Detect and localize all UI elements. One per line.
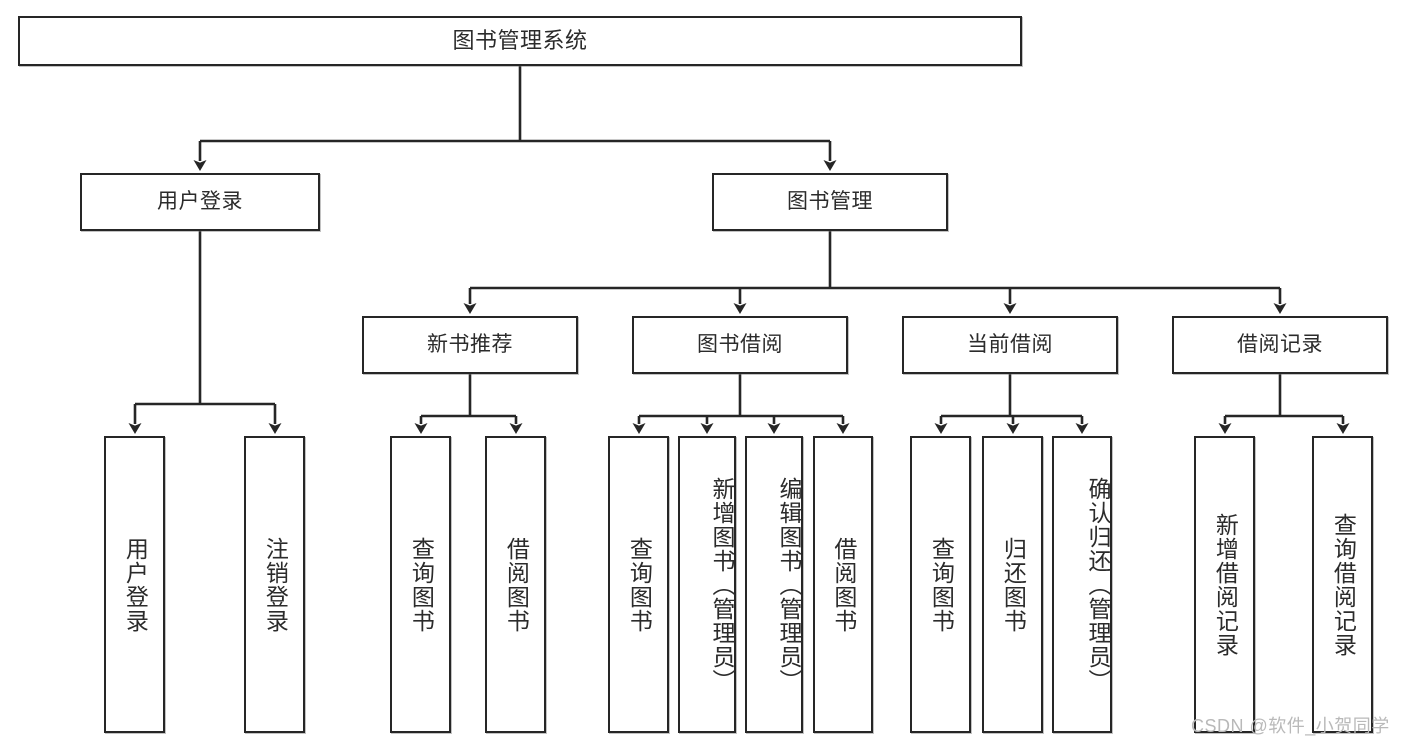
node-leaf-br-query: 查询借阅记录 xyxy=(1312,436,1373,733)
node-label: 借阅记录 xyxy=(1237,333,1323,357)
node-label: 图书管理 xyxy=(787,190,873,214)
node-label: 查询图书 xyxy=(626,536,653,633)
node-label: 新增图书（管理员） xyxy=(709,476,735,693)
node-leaf-bb-query: 查询图书 xyxy=(608,436,669,733)
node-label: 查询图书 xyxy=(928,536,955,633)
node-book-manage: 图书管理 xyxy=(712,173,948,231)
node-label: 编辑图书（管理员） xyxy=(776,476,802,693)
node-current-borrow: 当前借阅 xyxy=(902,316,1118,374)
node-label: 当前借阅 xyxy=(967,333,1053,357)
node-label: 确认归还（管理员） xyxy=(1085,476,1111,693)
node-label: 借阅图书 xyxy=(830,536,857,633)
node-label: 图书管理系统 xyxy=(452,27,588,53)
node-leaf-user-login: 用户登录 xyxy=(104,436,165,733)
node-book-borrow: 图书借阅 xyxy=(632,316,848,374)
node-leaf-nbr-borrow: 借阅图书 xyxy=(485,436,546,733)
node-leaf-nbr-query: 查询图书 xyxy=(390,436,451,733)
node-label: 新增借阅记录 xyxy=(1212,512,1239,657)
node-leaf-cb-return: 归还图书 xyxy=(982,436,1043,733)
node-leaf-cb-query: 查询图书 xyxy=(910,436,971,733)
node-label: 用户登录 xyxy=(122,536,149,633)
node-label: 用户登录 xyxy=(157,190,243,214)
node-label: 图书借阅 xyxy=(697,333,783,357)
node-leaf-bb-edit: 编辑图书（管理员） xyxy=(745,436,803,733)
node-leaf-bb-borrow: 借阅图书 xyxy=(813,436,873,733)
node-leaf-br-add: 新增借阅记录 xyxy=(1194,436,1255,733)
node-borrow-record: 借阅记录 xyxy=(1172,316,1388,374)
node-leaf-user-logout: 注销登录 xyxy=(244,436,305,733)
node-user-login: 用户登录 xyxy=(80,173,320,231)
node-leaf-bb-add: 新增图书（管理员） xyxy=(678,436,736,733)
node-label: 归还图书 xyxy=(1000,536,1027,633)
node-new-book-rec: 新书推荐 xyxy=(362,316,578,374)
node-leaf-cb-confirm: 确认归还（管理员） xyxy=(1052,436,1112,733)
node-label: 借阅图书 xyxy=(503,536,530,633)
node-root: 图书管理系统 xyxy=(18,16,1022,66)
node-label: 查询图书 xyxy=(408,536,435,633)
node-label: 查询借阅记录 xyxy=(1330,512,1357,657)
node-label: 注销登录 xyxy=(262,536,289,633)
node-label: 新书推荐 xyxy=(427,333,513,357)
